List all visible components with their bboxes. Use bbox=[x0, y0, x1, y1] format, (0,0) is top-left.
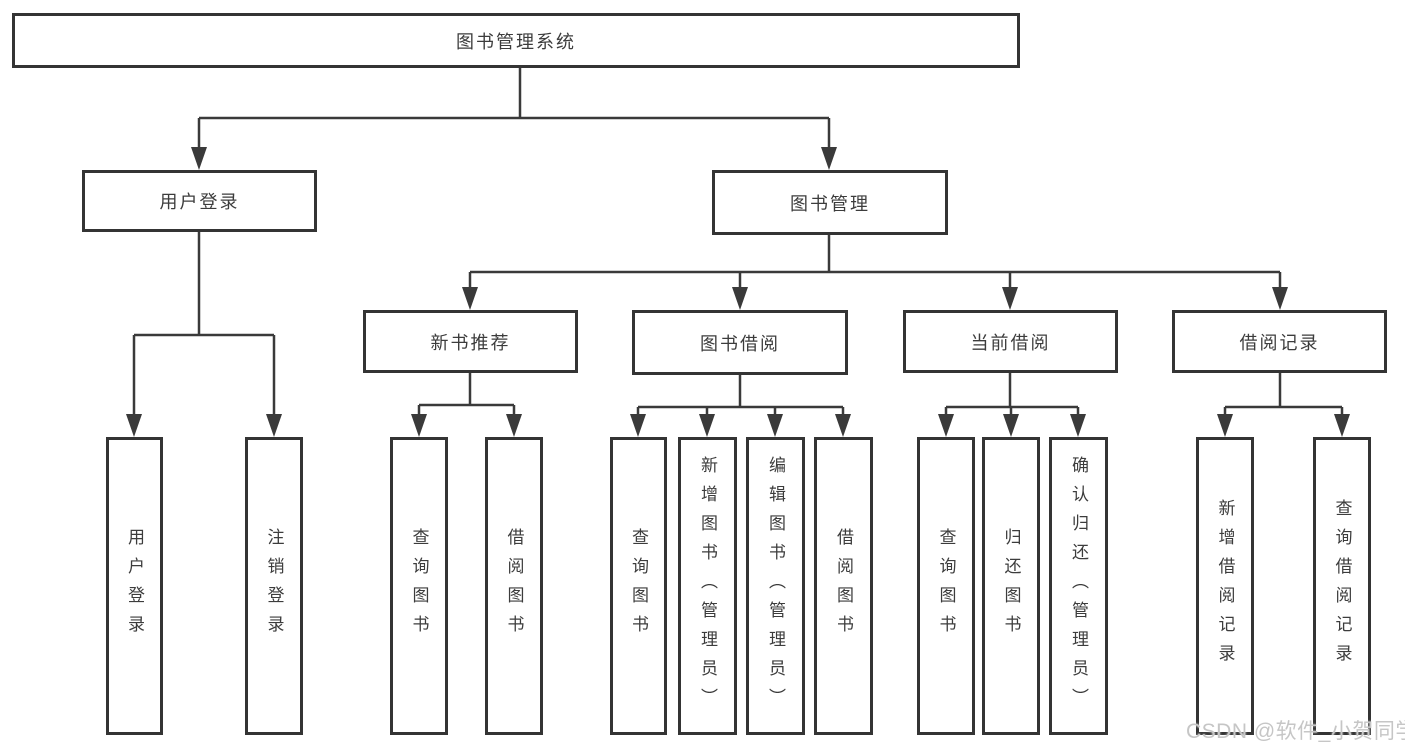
leaf-logout: 注销登录 bbox=[245, 437, 303, 735]
watermark: CSDN @软件_小贺同学 bbox=[1186, 720, 1405, 743]
leaf-borrow-books-recommend: 借阅图书 bbox=[485, 437, 543, 735]
node-label: 查询图书 bbox=[629, 528, 648, 644]
leaf-add-books-admin: 新增图书（管理员） bbox=[678, 437, 737, 735]
leaf-confirm-return-admin: 确认归还（管理员） bbox=[1049, 437, 1108, 735]
node-user-login: 用户登录 bbox=[82, 170, 317, 232]
node-current-borrowing: 当前借阅 bbox=[903, 310, 1118, 373]
node-book-management: 图书管理 bbox=[712, 170, 948, 235]
leaf-user-login: 用户登录 bbox=[106, 437, 163, 735]
leaf-query-borrow-record: 查询借阅记录 bbox=[1313, 437, 1371, 735]
node-label: 用户登录 bbox=[159, 192, 240, 212]
node-label: 查询图书 bbox=[409, 528, 429, 644]
node-label: 用户登录 bbox=[125, 528, 144, 644]
node-label: 注销登录 bbox=[264, 528, 284, 644]
node-label: 借阅记录 bbox=[1239, 332, 1320, 353]
node-label: 图书管理系统 bbox=[456, 31, 576, 52]
node-new-book-recommend: 新书推荐 bbox=[363, 310, 578, 373]
node-label: 查询图书 bbox=[936, 528, 956, 644]
node-library-system: 图书管理系统 bbox=[12, 13, 1020, 68]
node-borrowing-records: 借阅记录 bbox=[1172, 310, 1387, 373]
leaf-borrow-books: 借阅图书 bbox=[814, 437, 873, 735]
leaf-return-books: 归还图书 bbox=[982, 437, 1040, 735]
node-label: 编辑图书（管理员） bbox=[766, 455, 785, 717]
node-book-borrowing: 图书借阅 bbox=[632, 310, 848, 375]
node-label: 图书管理 bbox=[790, 193, 870, 214]
node-label: 新书推荐 bbox=[430, 332, 511, 353]
arrowheads bbox=[126, 147, 1350, 437]
node-label: 借阅图书 bbox=[504, 528, 524, 644]
node-label: 归还图书 bbox=[1001, 528, 1021, 644]
node-label: 新增借阅记录 bbox=[1215, 499, 1235, 673]
leaf-edit-books-admin: 编辑图书（管理员） bbox=[746, 437, 805, 735]
node-label: 借阅图书 bbox=[834, 528, 853, 644]
leaf-query-books-borrowing: 查询图书 bbox=[610, 437, 667, 735]
leaf-add-borrow-record: 新增借阅记录 bbox=[1196, 437, 1254, 735]
node-label: 当前借阅 bbox=[970, 332, 1051, 353]
node-label: 新增图书（管理员） bbox=[698, 455, 717, 717]
node-label: 查询借阅记录 bbox=[1332, 499, 1352, 673]
leaf-query-books-current: 查询图书 bbox=[917, 437, 975, 735]
leaf-query-books-recommend: 查询图书 bbox=[390, 437, 448, 735]
node-label: 确认归还（管理员） bbox=[1069, 455, 1088, 717]
node-label: 图书借阅 bbox=[700, 333, 780, 354]
